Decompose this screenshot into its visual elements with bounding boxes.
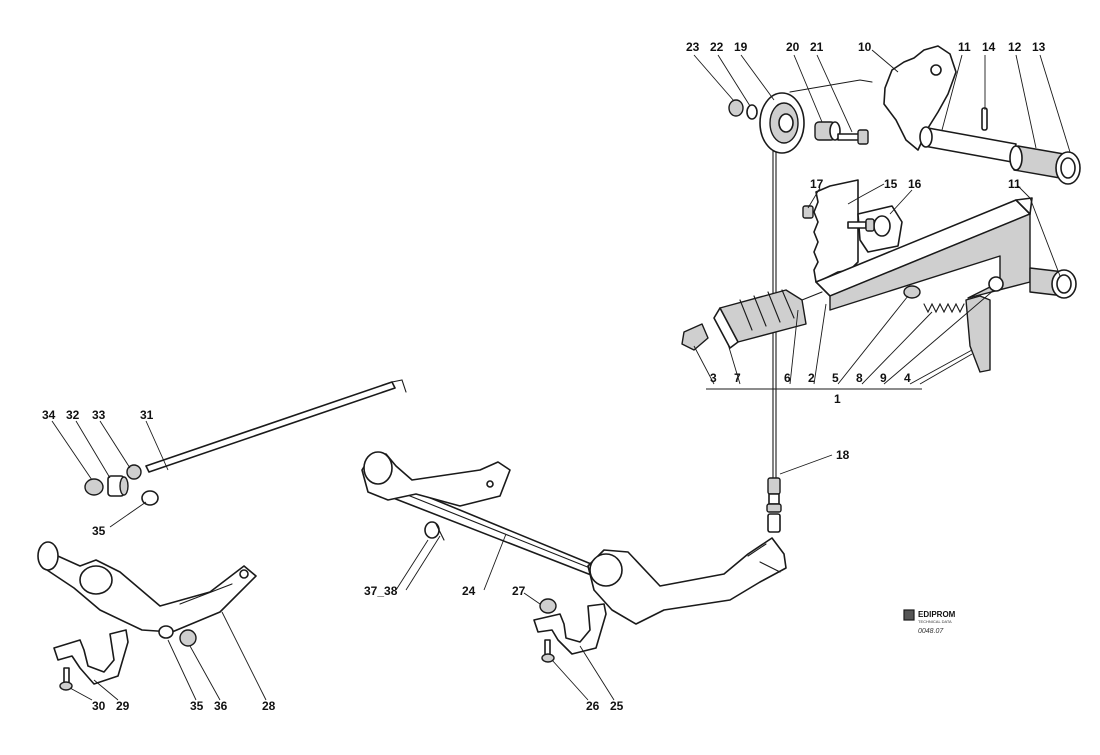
leader-lines [51, 49, 1071, 701]
ring-part-13 [1055, 151, 1081, 185]
callout-35-lower: 35 [190, 699, 204, 713]
callout-18: 18 [836, 448, 850, 462]
handle-grip-part-7 [713, 289, 807, 349]
callout-30: 30 [92, 699, 106, 713]
lever-plate-part-4 [965, 295, 991, 373]
bolt-part-32 [107, 475, 129, 497]
callout-2: 2 [808, 371, 815, 385]
callout-12: 12 [1008, 40, 1022, 54]
callout-34: 34 [42, 408, 56, 422]
callout-23: 23 [686, 40, 700, 54]
nut-part-27 [539, 598, 557, 614]
callout-27: 27 [512, 584, 526, 598]
nut-part-33 [126, 464, 142, 480]
callout-10: 10 [858, 40, 872, 54]
knob-part-5 [903, 285, 921, 299]
callout-11-top: 11 [958, 40, 971, 54]
bushing-part-11-lower [1029, 267, 1077, 299]
rod-part-31 [145, 379, 407, 473]
ediprom-logo: EDIPROM TECHNICAL DATA 0048.07 [903, 609, 956, 635]
callout-7: 7 [734, 371, 741, 385]
callout-4: 4 [904, 371, 911, 385]
callout-labels: 23 22 19 20 21 10 11 14 12 13 17 15 16 1… [42, 40, 1046, 713]
nut-part-23 [728, 99, 744, 117]
plate-hole [873, 215, 891, 237]
callout-29: 29 [116, 699, 130, 713]
nut-part-36 [179, 629, 197, 647]
callout-25: 25 [610, 699, 624, 713]
rod-part-6 [801, 291, 823, 301]
logo-subtitle: TECHNICAL DATA [918, 619, 952, 624]
callout-9: 9 [880, 371, 887, 385]
pedal-arm-part-28 [37, 541, 257, 633]
callout-32: 32 [66, 408, 80, 422]
shaft-bracket-left [361, 451, 511, 507]
cable-end-wire [789, 79, 873, 93]
bolt-part-21 [837, 129, 869, 145]
callout-33: 33 [92, 408, 106, 422]
callout-21: 21 [810, 40, 824, 54]
pivot-part-9 [988, 276, 1004, 292]
washer-part-35-upper [141, 490, 159, 506]
callout-8: 8 [856, 371, 863, 385]
bolt-near-16 [847, 218, 875, 232]
callout-1: 1 [834, 392, 841, 406]
pedal-arm-right [587, 537, 787, 625]
nut-part-34 [84, 478, 104, 496]
callout-15: 15 [884, 177, 898, 191]
shaft-part-11 [919, 126, 1017, 163]
callout-26: 26 [586, 699, 600, 713]
callout-22: 22 [710, 40, 724, 54]
callout-28: 28 [262, 699, 276, 713]
callout-19: 19 [734, 40, 748, 54]
lever-channel-part-2 [815, 197, 1033, 311]
callout-5: 5 [832, 371, 839, 385]
callout-13: 13 [1032, 40, 1046, 54]
screw-part-17 [802, 205, 814, 219]
callout-16: 16 [908, 177, 922, 191]
washer-part-22 [746, 104, 758, 120]
callout-24: 24 [462, 584, 476, 598]
callout-14: 14 [982, 40, 996, 54]
callout-35-upper: 35 [92, 524, 106, 538]
callout-31: 31 [140, 408, 154, 422]
logo-mark-icon [903, 609, 915, 621]
callout-36: 36 [214, 699, 228, 713]
bushing-part-12 [1009, 145, 1065, 179]
pulley-part-19 [759, 92, 805, 154]
clip-part-37-38 [424, 521, 445, 541]
callout-20: 20 [786, 40, 800, 54]
callout-11-lower: 11 [1008, 177, 1021, 191]
end-cap-part-3 [681, 323, 709, 351]
logo-brand: EDIPROM [918, 610, 956, 619]
washer-part-35-lower [158, 625, 174, 639]
spacer-part-20 [814, 121, 841, 141]
callout-3: 3 [710, 371, 717, 385]
callout-37-38: 37_38 [364, 584, 398, 598]
screw-part-26 [541, 639, 555, 663]
clamp-part-25 [533, 603, 607, 655]
pin-part-14 [981, 107, 988, 131]
drawing-code: 0048.07 [918, 628, 944, 635]
spring-part-8 [923, 302, 965, 314]
cable-part-18 [766, 149, 782, 533]
callout-17: 17 [810, 177, 824, 191]
sector-hole [930, 64, 942, 76]
screw-part-30 [59, 667, 73, 691]
clamp-part-29 [53, 629, 129, 685]
callout-6: 6 [784, 371, 791, 385]
